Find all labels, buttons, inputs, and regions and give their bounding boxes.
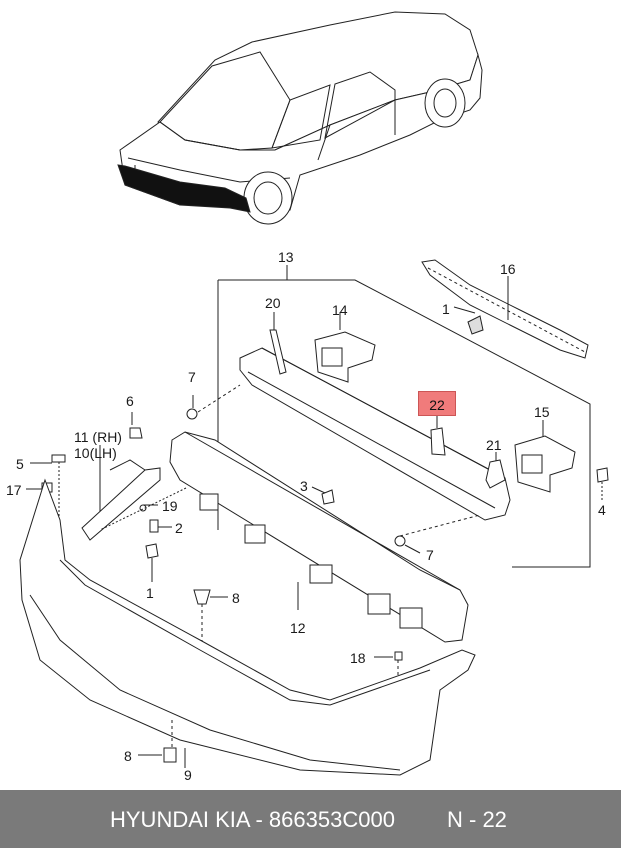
- callout-6: 6: [126, 393, 134, 409]
- clip-8-lower: [138, 747, 177, 763]
- callout-8-lower: 8: [124, 748, 132, 764]
- nut-7-upper: [186, 384, 241, 420]
- callout-22: 22: [429, 397, 445, 413]
- callout-17: 17: [6, 482, 22, 498]
- callout-2: 2: [175, 520, 183, 536]
- callout-9: 9: [184, 767, 192, 783]
- side-bracket-10-11: [81, 445, 161, 541]
- callout-16: 16: [500, 261, 516, 277]
- callout-8-upper: 8: [232, 590, 240, 606]
- callout-11-rh: 11 (RH): [74, 429, 122, 445]
- footer-bar: HYUNDAI KIA - 866353C000 N - 22: [0, 790, 621, 848]
- callout-4: 4: [598, 502, 606, 518]
- callout-10-lh: 10(LH): [74, 445, 117, 461]
- bolt-1-lower: [145, 543, 159, 582]
- part-2: [149, 519, 172, 533]
- callout-7-upper: 7: [188, 369, 196, 385]
- callout-21: 21: [486, 437, 502, 453]
- parts-diagram: [19, 11, 609, 776]
- bolt-3: [311, 486, 335, 505]
- callout-18: 18: [350, 650, 366, 666]
- part-6-clip: [129, 412, 143, 439]
- nut-7-lower: [394, 514, 481, 554]
- callout-19: 19: [162, 498, 178, 514]
- part-21: [485, 452, 506, 489]
- part-12-absorber: [169, 431, 469, 643]
- bolt-4: [596, 467, 609, 502]
- callout-1-upper: 1: [442, 301, 450, 317]
- part-16-rail: [421, 259, 589, 359]
- callout-12: 12: [290, 620, 306, 636]
- callout-15: 15: [534, 404, 550, 420]
- part-20-strap: [269, 312, 287, 375]
- callout-7-lower: 7: [426, 547, 434, 563]
- callout-20: 20: [265, 295, 281, 311]
- callout-1-lower: 1: [146, 585, 154, 601]
- part-number-text: HYUNDAI KIA - 866353C000: [110, 807, 395, 832]
- part-22-clip: [430, 416, 446, 456]
- reinforcement-beam: [239, 347, 511, 521]
- part-14-bracket: [314, 312, 376, 383]
- callout-14: 14: [332, 302, 348, 318]
- callout-13: 13: [278, 249, 294, 265]
- callout-3: 3: [300, 478, 308, 494]
- callout-5: 5: [16, 456, 24, 472]
- callout-22-highlight: 22: [418, 391, 456, 416]
- page-reference: N - 22: [447, 807, 507, 832]
- part-15-bracket: [514, 420, 576, 493]
- car-illustration: [117, 11, 483, 225]
- bumper-cover-9: [19, 478, 476, 776]
